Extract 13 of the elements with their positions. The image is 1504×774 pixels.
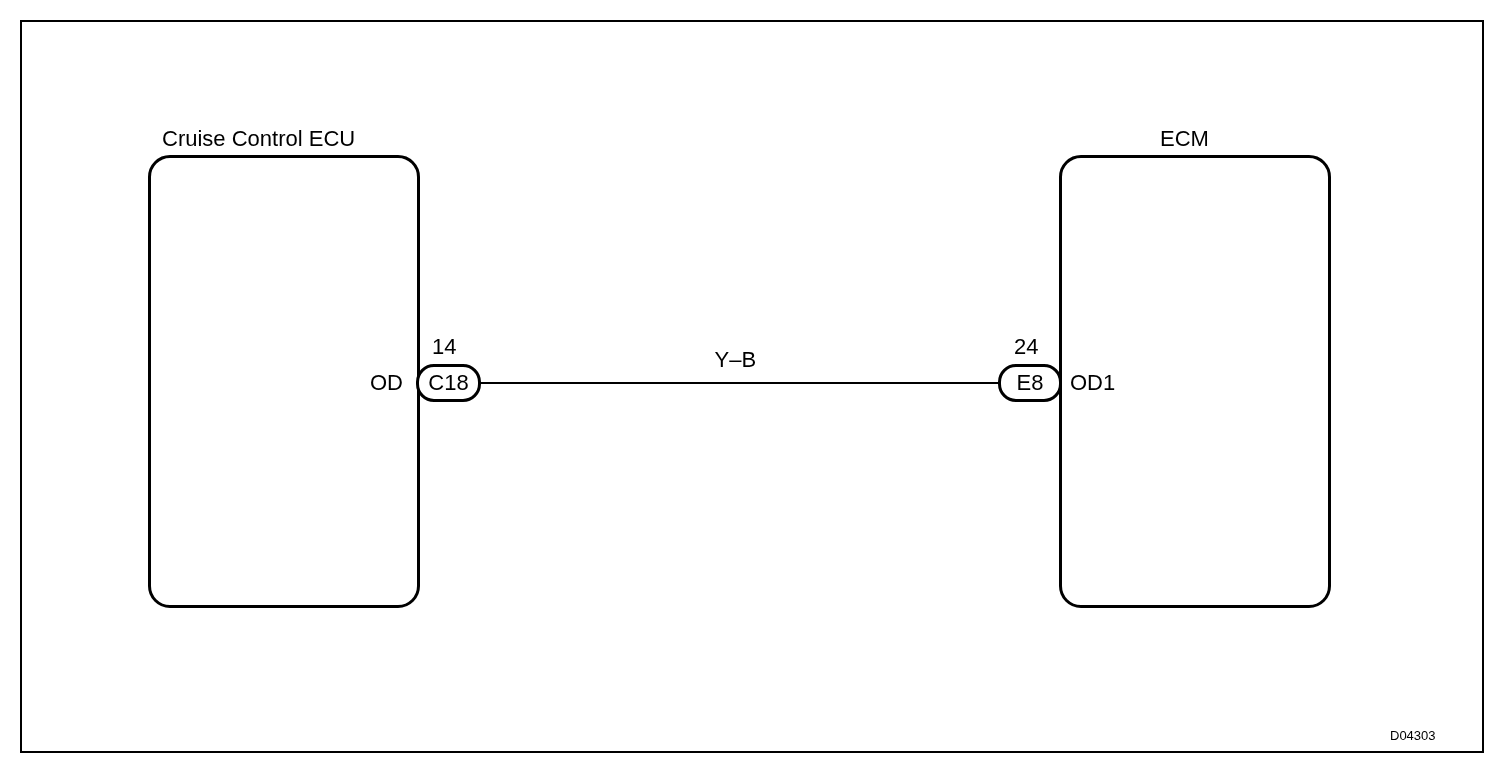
pin-number: 14 [432, 334, 457, 360]
figure-code: D04303 [1390, 728, 1436, 743]
pin-name: OD1 [1070, 370, 1116, 396]
unit-name: Cruise Control ECU [162, 126, 356, 152]
wire-color-label: Y–B [714, 347, 757, 373]
ecu-box [1059, 155, 1331, 608]
connector-tag: C18 [416, 364, 481, 402]
pin-number: 24 [1014, 334, 1039, 360]
pin-name: OD [370, 370, 403, 396]
wire [480, 382, 999, 384]
ecu-box [148, 155, 420, 608]
unit-name: ECM [1160, 126, 1209, 152]
connector-tag: E8 [998, 364, 1062, 402]
